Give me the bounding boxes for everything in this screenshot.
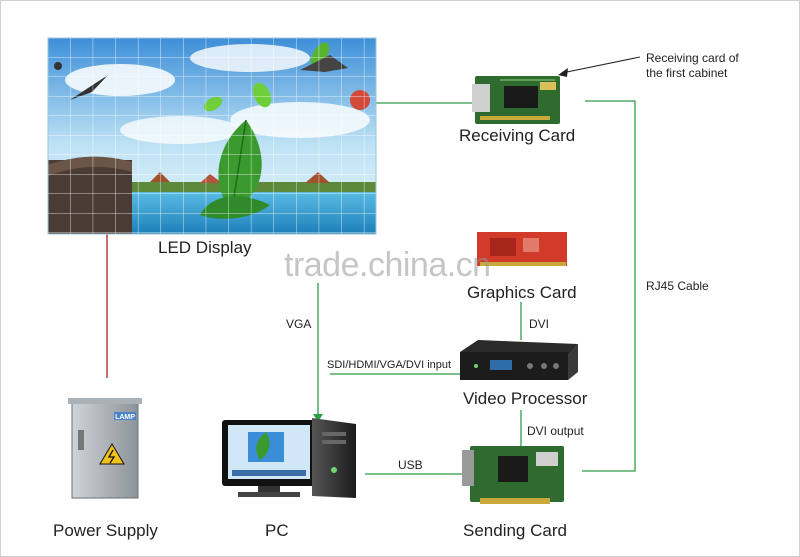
label-pc: PC	[265, 521, 289, 541]
power-supply-cabinet	[68, 398, 142, 498]
led-display	[48, 38, 376, 234]
lamp-text: LAMP	[115, 414, 135, 421]
label-callout: Receiving card of the first cabinet	[646, 51, 758, 81]
label-input: SDI/HDMI/VGA/DVI input	[327, 359, 451, 371]
label-led-display: LED Display	[158, 238, 252, 258]
callout-arrowhead	[558, 68, 568, 77]
watermark: trade.china.cn	[284, 246, 491, 285]
label-dvi-output: DVI output	[527, 424, 584, 438]
label-vga: VGA	[286, 317, 311, 331]
line-rj45-cable	[582, 101, 635, 471]
label-power-supply: Power Supply	[53, 521, 158, 541]
pc-device	[222, 418, 356, 498]
label-dvi: DVI	[529, 317, 549, 331]
video-processor-device	[460, 340, 578, 380]
label-rj45-cable: RJ45 Cable	[646, 279, 709, 293]
callout-line	[562, 57, 640, 73]
label-graphics-card: Graphics Card	[467, 283, 577, 303]
label-video-processor: Video Processor	[463, 389, 587, 409]
receiving-card-board	[472, 76, 560, 124]
label-usb: USB	[398, 458, 423, 472]
sending-card-board	[462, 446, 564, 504]
label-receiving-card: Receiving Card	[459, 126, 575, 146]
label-sending-card: Sending Card	[463, 521, 567, 541]
